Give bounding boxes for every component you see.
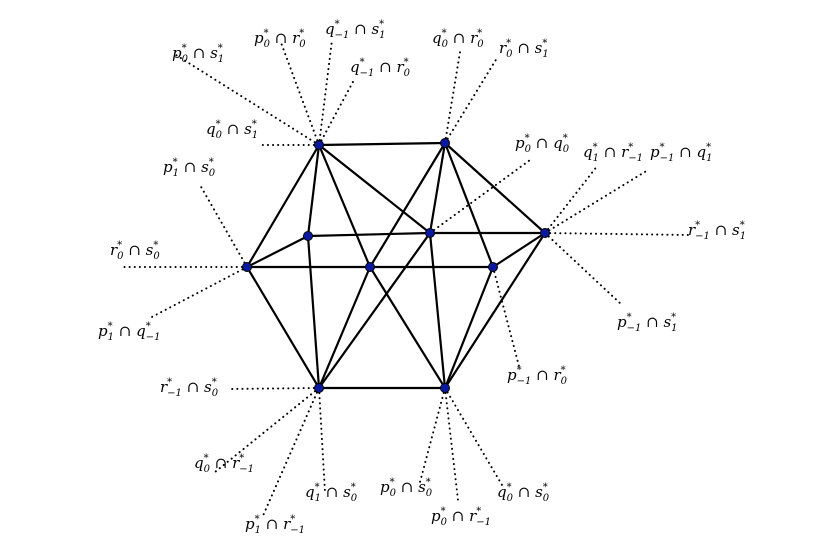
vertex-b <box>440 138 450 148</box>
edge-b-d <box>443 141 495 269</box>
label-l4: q*−1 ∩ r*0 <box>350 57 411 79</box>
dotted-ray-11 <box>544 232 691 236</box>
dotted-ray-15 <box>149 266 248 319</box>
dotted-ray-16 <box>492 266 521 371</box>
label-l3: q*−1 ∩ s*1 <box>325 19 386 41</box>
edge-d-j <box>443 265 495 390</box>
dotted-ray-10 <box>544 169 649 234</box>
dotted-ray-18 <box>214 387 320 473</box>
dotted-ray-21 <box>419 387 446 483</box>
edge-a-f <box>317 143 372 269</box>
edge-g-i <box>306 234 321 390</box>
edge-d-c <box>491 231 547 269</box>
edge-f-j <box>368 265 447 390</box>
edge-i-h <box>245 265 321 390</box>
edge-a-e <box>317 143 432 235</box>
vertex-i <box>314 383 324 393</box>
edge-b-c <box>443 141 547 235</box>
edge-h-a <box>245 143 321 269</box>
graph-edges <box>245 141 547 390</box>
label-l21: p*0 ∩ s*0 <box>380 477 433 499</box>
dotted-ray-7 <box>444 57 498 144</box>
dotted-ray-12 <box>544 232 623 306</box>
dotted-ray-19 <box>261 387 320 519</box>
vertex-e <box>425 228 435 238</box>
label-l19: p*1 ∩ r*−1 <box>245 514 305 536</box>
label-l16: p*−1 ∩ r*0 <box>507 365 568 387</box>
dotted-ray-20 <box>318 387 326 493</box>
edge-h-g <box>245 234 310 269</box>
vertex-g <box>303 231 313 241</box>
label-l2: p*0 ∩ r*0 <box>254 28 306 50</box>
dotted-ray-2 <box>279 39 320 146</box>
vertex-a <box>314 140 324 150</box>
label-l22: p*0 ∩ r*−1 <box>431 506 491 528</box>
dotted-rays <box>119 39 691 519</box>
graph-nodes <box>242 138 550 393</box>
label-l20: q*1 ∩ s*0 <box>305 482 358 504</box>
label-l15: p*−1 ∩ s*1 <box>617 312 678 334</box>
intersection-labels: p*0 ∩ s*1 p*0 ∩ r*0 q*−1 ∩ s*1 q*−1 ∩ r*0 q*… <box>98 19 746 536</box>
dotted-ray-3 <box>318 39 333 146</box>
edge-c-j <box>443 231 547 390</box>
vertex-j <box>440 383 450 393</box>
label-l7: r*0 ∩ s*1 <box>499 38 549 60</box>
edge-b-f <box>368 141 447 269</box>
label-l13: r*−1 ∩ s*1 <box>688 220 746 242</box>
vertex-h <box>242 262 252 272</box>
label-l6: q*0 ∩ r*0 <box>432 28 484 50</box>
edge-a-g <box>306 143 321 238</box>
label-l12: r*0 ∩ s*0 <box>110 240 160 262</box>
dotted-ray-4 <box>318 79 355 146</box>
label-l23: q*0 ∩ s*0 <box>497 482 550 504</box>
vertex-d <box>488 262 498 272</box>
vertex-c <box>540 228 550 238</box>
dotted-ray-23 <box>444 387 503 486</box>
dotted-ray-9 <box>544 164 599 234</box>
label-l5: q*0 ∩ s*1 <box>206 119 258 141</box>
label-l18: q*0 ∩ r*−1 <box>194 453 254 475</box>
edge-g-e <box>306 231 432 238</box>
label-l10: q*1 ∩ r*−1 <box>583 142 643 164</box>
edge-e-j <box>428 231 447 390</box>
label-l1: p*0 ∩ s*1 <box>172 43 224 65</box>
label-l11: p*−1 ∩ q*1 <box>650 142 712 164</box>
edge-e-i <box>317 231 432 390</box>
label-l8: p*1 ∩ s*0 <box>163 157 216 179</box>
dotted-ray-22 <box>444 387 459 501</box>
edge-f-i <box>317 265 372 390</box>
dotted-ray-17 <box>227 387 320 390</box>
label-l17: r*−1 ∩ s*0 <box>160 377 219 399</box>
dotted-ray-6 <box>444 51 461 144</box>
edge-a-b <box>317 141 447 147</box>
dotted-ray-14 <box>199 184 248 268</box>
edge-b-e <box>428 141 447 235</box>
vertex-f <box>365 262 375 272</box>
dotted-ray-8 <box>429 159 531 234</box>
label-l14: p*1 ∩ q*−1 <box>98 321 160 343</box>
label-l9: p*0 ∩ q*0 <box>515 133 570 155</box>
